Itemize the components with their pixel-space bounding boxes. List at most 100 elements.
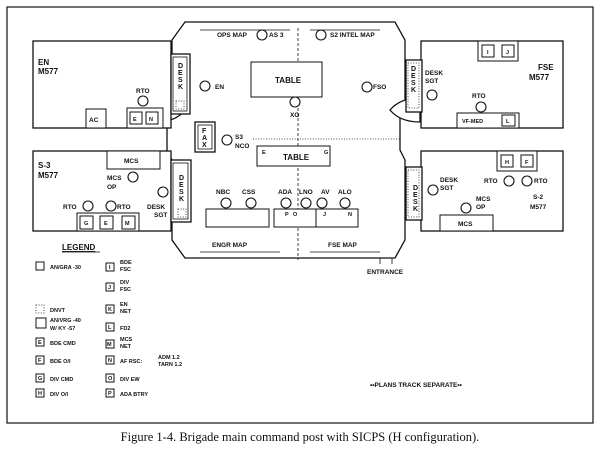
svg-text:ADA: ADA [278,189,292,196]
svg-text:SGT: SGT [440,185,453,192]
ac-label: AC [89,117,99,124]
svg-text:MCS: MCS [120,337,133,343]
svg-text:N: N [348,212,352,218]
vehicle-name: FSE [538,63,554,72]
mcs-op-seat [127,171,139,183]
svg-text:RTO: RTO [63,204,77,211]
mcs-unit [439,214,494,232]
svg-text:J: J [108,285,111,291]
svg-text:EN: EN [120,302,128,308]
table-mid [256,145,331,167]
radio-h [500,154,514,168]
svg-text:XO: XO [290,112,299,119]
svg-text:DIV O/I: DIV O/I [50,392,69,398]
figure-frame [6,6,594,424]
svg-text:P: P [285,212,289,218]
svg-text:AF RSC:: AF RSC: [120,359,142,365]
svg-text:I: I [109,265,111,271]
svg-text:NET: NET [120,309,132,315]
svg-text:J: J [323,212,326,218]
svg-text:RTO: RTO [484,178,498,185]
desk-sgt-seat [426,89,438,101]
svg-text:N: N [149,117,153,123]
en-seat [199,80,211,92]
svg-text:MCS: MCS [107,175,122,182]
radio-e [129,111,143,125]
svg-text:M: M [107,342,112,348]
nbc-seat [220,197,232,209]
svg-text:RTO: RTO [117,204,131,211]
vehicle-name: S-2 [533,194,544,201]
svg-text:CSS: CSS [242,189,256,196]
svg-text:ADM 1.2: ADM 1.2 [158,355,180,361]
table-av-alo [315,208,359,228]
vehicle-s3-m577: S-3 M577 MCS MCS OP DESK SGT RTO RTO G E… [32,150,192,232]
rto-seat-left [82,200,94,212]
ada-seat [280,197,292,209]
svg-text:AN/VRG -40: AN/VRG -40 [50,318,81,324]
svg-text:MCS: MCS [458,221,473,228]
vehicle-name: EN [38,58,49,67]
css-seat [245,197,257,209]
svg-text:LNO: LNO [299,189,313,196]
svg-text:S3: S3 [235,134,243,141]
vehicle-s2-m577: H F DESK SGT RTO RTO MCS OP S-2 M577 MCS [405,150,564,232]
desk-en [170,53,191,115]
svg-text:W/ KY -57: W/ KY -57 [50,326,75,332]
svg-text:F: F [38,358,42,364]
entrance[interactable]: ENTRANCE [367,258,404,276]
vehicle-model: M577 [529,73,550,82]
desk-sgt-seat [157,186,169,198]
svg-text:FSC: FSC [120,267,131,273]
vehicle-en-m577: EN M577 RTO AC E N [32,40,191,129]
svg-text:RTO: RTO [534,178,548,185]
mcs-unit [106,150,161,170]
alo-seat [339,197,351,209]
svg-text:DESK: DESK [147,204,165,211]
svg-text:DIV EW: DIV EW [120,377,140,383]
svg-text:AS 3: AS 3 [269,32,284,39]
rto-label: RTO [136,88,150,95]
svg-text:TABLE: TABLE [283,153,310,162]
vehicle-name: S-3 [38,161,51,170]
svg-text:FAX: FAX [202,128,207,149]
svg-text:OP: OP [476,204,486,211]
svg-text:E: E [104,221,108,227]
svg-text:NET: NET [120,344,132,350]
ac-unit [85,108,107,129]
svg-text:NBC: NBC [216,189,230,196]
radio-f [520,154,534,168]
svg-text:AN/GRA -30: AN/GRA -30 [50,265,81,271]
svg-text:E: E [262,150,266,156]
fso-seat [361,81,373,93]
entrance-label: ENTRANCE [367,269,404,276]
svg-text:L: L [506,119,510,125]
svg-text:DIV: DIV [120,280,130,286]
radio-m [121,215,136,230]
svg-text:DNVT: DNVT [50,308,66,314]
engr-map-label: ENGR MAP [212,242,248,249]
legend-title: LEGEND [62,243,96,252]
svg-text:O: O [293,212,298,218]
svg-text:P: P [108,391,112,397]
svg-text:TARN 1.2: TARN 1.2 [158,362,182,368]
rto-seat-left [503,175,515,187]
legend: LEGEND AN/GRA -30 DNVT AN/VRG -40 W/ KY … [35,243,182,398]
svg-text:NCO: NCO [235,143,249,150]
desk-sgt-seat [427,184,439,196]
svg-text:L: L [108,325,112,331]
svg-text:K: K [108,307,112,313]
svg-text:H: H [38,391,42,397]
svg-text:FSO: FSO [373,84,386,91]
svg-text:MCS: MCS [124,158,139,165]
svg-text:DESK: DESK [425,70,443,77]
desk-s3 [170,159,192,223]
svg-text:I: I [487,50,489,56]
svg-text:BDE: BDE [120,260,132,266]
radio-g [79,215,94,230]
vehicle-fse-m577: I J FSE M577 DESK SGT RTO VF-MED L [405,40,564,129]
svg-text:DIV CMD: DIV CMD [50,377,73,383]
fse-map-label: FSE MAP [328,242,358,249]
